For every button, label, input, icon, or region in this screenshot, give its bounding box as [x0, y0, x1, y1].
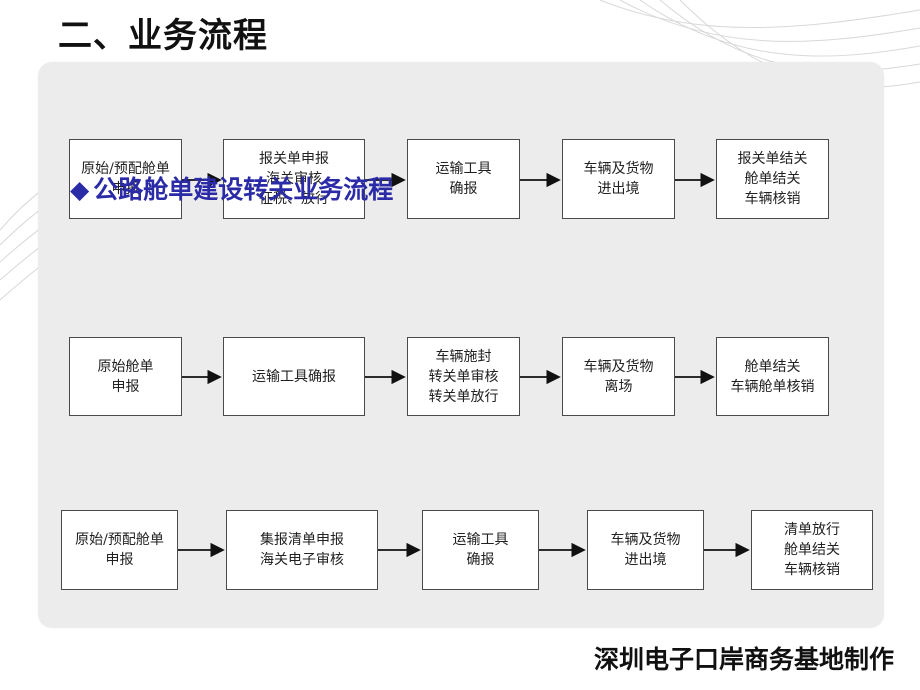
- flow-step-box: 原始/预配舱单 申报: [69, 139, 182, 219]
- flow-step-label: 集报清单申报 海关电子审核: [260, 532, 344, 568]
- flow-step-label: 运输工具确报: [252, 368, 336, 385]
- flow-step-label: 车辆及货物 离场: [583, 358, 654, 395]
- flow-step-box: 原始/预配舱单 申报: [61, 510, 178, 590]
- flow-step-box: 清单放行 舱单结关 车辆核销: [751, 510, 873, 590]
- flow-step-box: 车辆及货物 进出境: [587, 510, 704, 590]
- flow-step-box: 集报清单申报 海关电子审核: [226, 510, 378, 590]
- flow-step-box: 舱单结关 车辆舱单核销: [716, 337, 829, 416]
- flow-step-box: 车辆及货物 进出境: [562, 139, 675, 219]
- section-heading-text: 公路舱单建设转关业务流程: [93, 175, 394, 204]
- page-title: 二、业务流程: [58, 16, 268, 56]
- flow-step-box: 运输工具 确报: [422, 510, 539, 590]
- flow-step-box: 车辆及货物 离场: [562, 337, 675, 416]
- flow-step-label: 原始/预配舱单 申报: [81, 161, 170, 197]
- flow-step-label: 运输工具 确报: [435, 161, 492, 197]
- flow-step-box: 车辆施封 转关单审核 转关单放行: [407, 337, 520, 416]
- flow-step-box: 报关单申报 海关审核 征税、放行: [223, 139, 365, 219]
- flow-step-box: 原始舱单 申报: [69, 337, 182, 416]
- flow-step-label: 原始舱单 申报: [97, 358, 154, 395]
- diamond-bullet-icon: ◆: [70, 175, 90, 204]
- flow-step-box: 运输工具 确报: [407, 139, 520, 219]
- flow-step-label: 原始/预配舱单 申报: [75, 532, 164, 568]
- flow-step-label: 舱单结关 车辆舱单核销: [730, 358, 815, 395]
- footer-credit: 深圳电子口岸商务基地制作: [593, 645, 894, 674]
- flow-step-label: 车辆及货物 进出境: [610, 532, 681, 568]
- section-heading: ◆公路舱单建设转关业务流程: [70, 170, 393, 206]
- flow-step-box: 运输工具确报: [223, 337, 365, 416]
- flow-step-label: 清单放行 舱单结关 车辆核销: [784, 522, 840, 578]
- flow-step-label: 车辆及货物 进出境: [583, 161, 654, 197]
- flow-step-label: 报关单结关 舱单结关 车辆核销: [737, 151, 808, 207]
- flow-step-label: 报关单申报 海关审核 征税、放行: [259, 151, 329, 207]
- flow-step-box: 报关单结关 舱单结关 车辆核销: [716, 139, 829, 219]
- flow-step-label: 车辆施封 转关单审核 转关单放行: [428, 348, 499, 405]
- flow-step-label: 运输工具 确报: [452, 532, 509, 568]
